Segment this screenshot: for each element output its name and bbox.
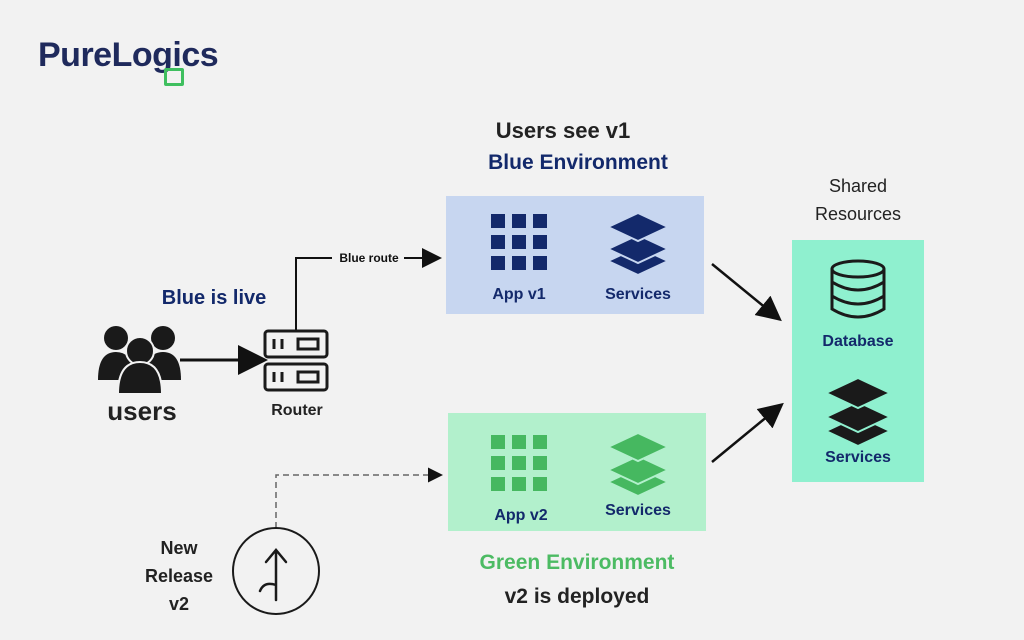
green-services-label: Services: [605, 502, 671, 519]
shared-services-label: Services: [825, 449, 891, 466]
users-icon: [98, 326, 181, 395]
shared-resources-title-line2: Resources: [814, 204, 902, 224]
app-v1-label: App v1: [492, 286, 546, 303]
blue-services-label: Services: [605, 286, 671, 303]
app-v2-grid-icon: [491, 435, 547, 491]
purelogics-logo: PureLogics: [38, 36, 219, 74]
blue-environment-title: Blue Environment: [488, 151, 668, 174]
v2-deployed-heading: v2 is deployed: [504, 585, 650, 608]
green-environment-title: Green Environment: [479, 551, 675, 574]
release-label-line1: New: [160, 538, 198, 558]
database-label: Database: [822, 333, 894, 350]
router-icon: [263, 329, 329, 392]
users-label: users: [107, 396, 177, 426]
release-branch-icon: [232, 527, 320, 615]
blue-services-layers-icon: [605, 211, 671, 277]
blue-route-label: Blue route: [339, 251, 399, 265]
blue-to-shared-arrow: [711, 263, 782, 322]
release-label-line3: v2: [168, 594, 190, 614]
shared-services-layers-icon: [823, 376, 893, 448]
release-label-line2: Release: [144, 566, 214, 586]
blue-is-live-label: Blue is live: [161, 287, 267, 309]
users-see-heading: Users see v1: [495, 118, 631, 143]
router-to-blue-line: [295, 257, 332, 330]
green-to-shared-arrow: [711, 402, 784, 463]
database-icon: [830, 259, 886, 319]
blue-environment-box: [446, 196, 704, 314]
app-v1-grid-icon: [491, 214, 547, 270]
app-v2-label: App v2: [494, 507, 548, 524]
green-services-layers-icon: [605, 431, 671, 498]
logo-mark-icon: [164, 68, 184, 86]
router-label: Router: [271, 402, 323, 419]
shared-resources-title-line1: Shared: [828, 176, 888, 196]
release-to-green-dashed-arrow: [275, 467, 443, 528]
